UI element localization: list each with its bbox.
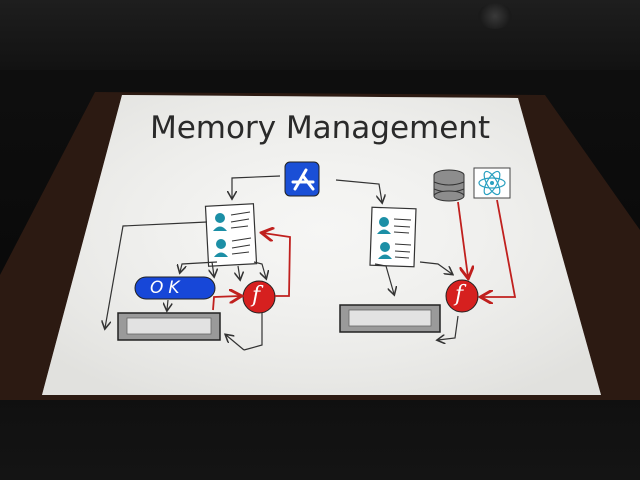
- app-store-icon: [284, 161, 320, 197]
- contact-list-icon-right: [369, 206, 417, 268]
- contact-list-icon-left: [204, 203, 258, 267]
- red-arrows-right: [457, 199, 517, 297]
- text-field-left: [117, 312, 221, 341]
- ink-arrows-right: [335, 179, 459, 340]
- ok-button-sketch: [134, 276, 216, 300]
- database-icon: [433, 169, 465, 202]
- ink-arrows-left: [105, 175, 281, 351]
- text-field-right: [339, 304, 441, 333]
- ok-button-label: OK: [150, 278, 185, 298]
- ceiling: [0, 0, 640, 70]
- red-arrows-left: [212, 233, 291, 311]
- function-symbol-right: f: [455, 282, 464, 307]
- function-symbol-left: f: [252, 283, 261, 308]
- react-atom-icon: [473, 167, 511, 199]
- slide-title: Memory Management: [149, 110, 491, 146]
- ceiling-light: [478, 3, 512, 29]
